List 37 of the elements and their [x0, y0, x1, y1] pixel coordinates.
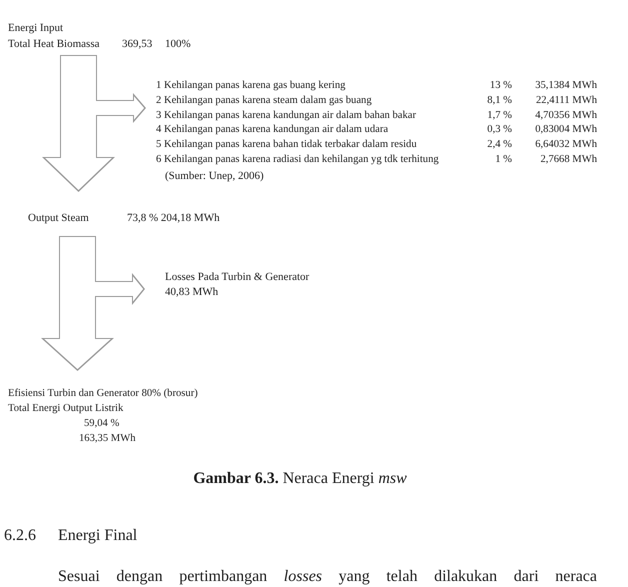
percent-value: 8,1 % [487, 94, 512, 108]
output-label: Output Steam [28, 210, 89, 226]
energy-value: 0,83004 MWh [535, 123, 597, 138]
percent-value: 0,3 % [487, 123, 512, 138]
energy-value: 35,1384 MWh [535, 79, 597, 93]
block-arrow [42, 55, 115, 192]
block-arrow [41, 236, 114, 371]
energy-value: 369,53 [122, 37, 152, 52]
loss-item: 4 Kehilangan panas karena kandungan air dalam udara [156, 123, 388, 138]
energy-value: 2,7668 MWh [540, 152, 597, 167]
energy-value: 22,4111 MWh [536, 94, 597, 108]
energy-value: 163,35 MWh [79, 432, 136, 446]
percent-value: 100% [165, 37, 191, 52]
output-value: 73,8 % 204,18 MWh [127, 210, 220, 226]
loss-item: 2 Kehilangan panas karena steam dalam gas buang [156, 94, 372, 108]
source-note: (Sumber: Unep, 2006) [165, 168, 264, 184]
energy-value: 6,64032 MWh [535, 138, 597, 152]
percent-value: 59,04 % [84, 416, 120, 430]
energy-value: 40,83 MWh [165, 284, 218, 300]
row-label: Total Heat Biomassa [8, 37, 100, 52]
percent-value: 1 % [495, 152, 512, 167]
loss-item: 1 Kehilangan panas karena gas buang kering [156, 79, 346, 93]
section-heading: Energi Final [58, 526, 138, 544]
section-number: 6.2.6 [4, 526, 36, 544]
percent-value: 1,7 % [487, 108, 512, 123]
loss-label: Losses Pada Turbin & Generator [165, 270, 310, 284]
loss-item: 3 Kehilangan panas karena kandungan air dalam bahan bakar [156, 108, 416, 123]
energy-value: 4,70356 MWh [535, 108, 597, 123]
output-label: Total Energi Output Listrik [8, 402, 124, 416]
efficiency-note: Efisiensi Turbin dan Generator 80% (brosur) [8, 386, 198, 400]
percent-value: 13 % [490, 79, 512, 93]
percent-value: 2,4 % [487, 138, 512, 152]
figure-caption: Gambar 6.3. Neraca Energi msw [193, 470, 407, 486]
input-heading: Energi Input [8, 21, 64, 36]
loss-item: 6 Kehilangan panas karena radiasi dan kehilangan yg tdk terhitung [156, 152, 439, 167]
body-paragraph: Sesuai dengan pertimbangan losses yang telah dilakukan dari neraca [58, 566, 597, 586]
loss-item: 5 Kehilangan panas karena bahan tidak terbakar dalam residu [156, 138, 417, 152]
